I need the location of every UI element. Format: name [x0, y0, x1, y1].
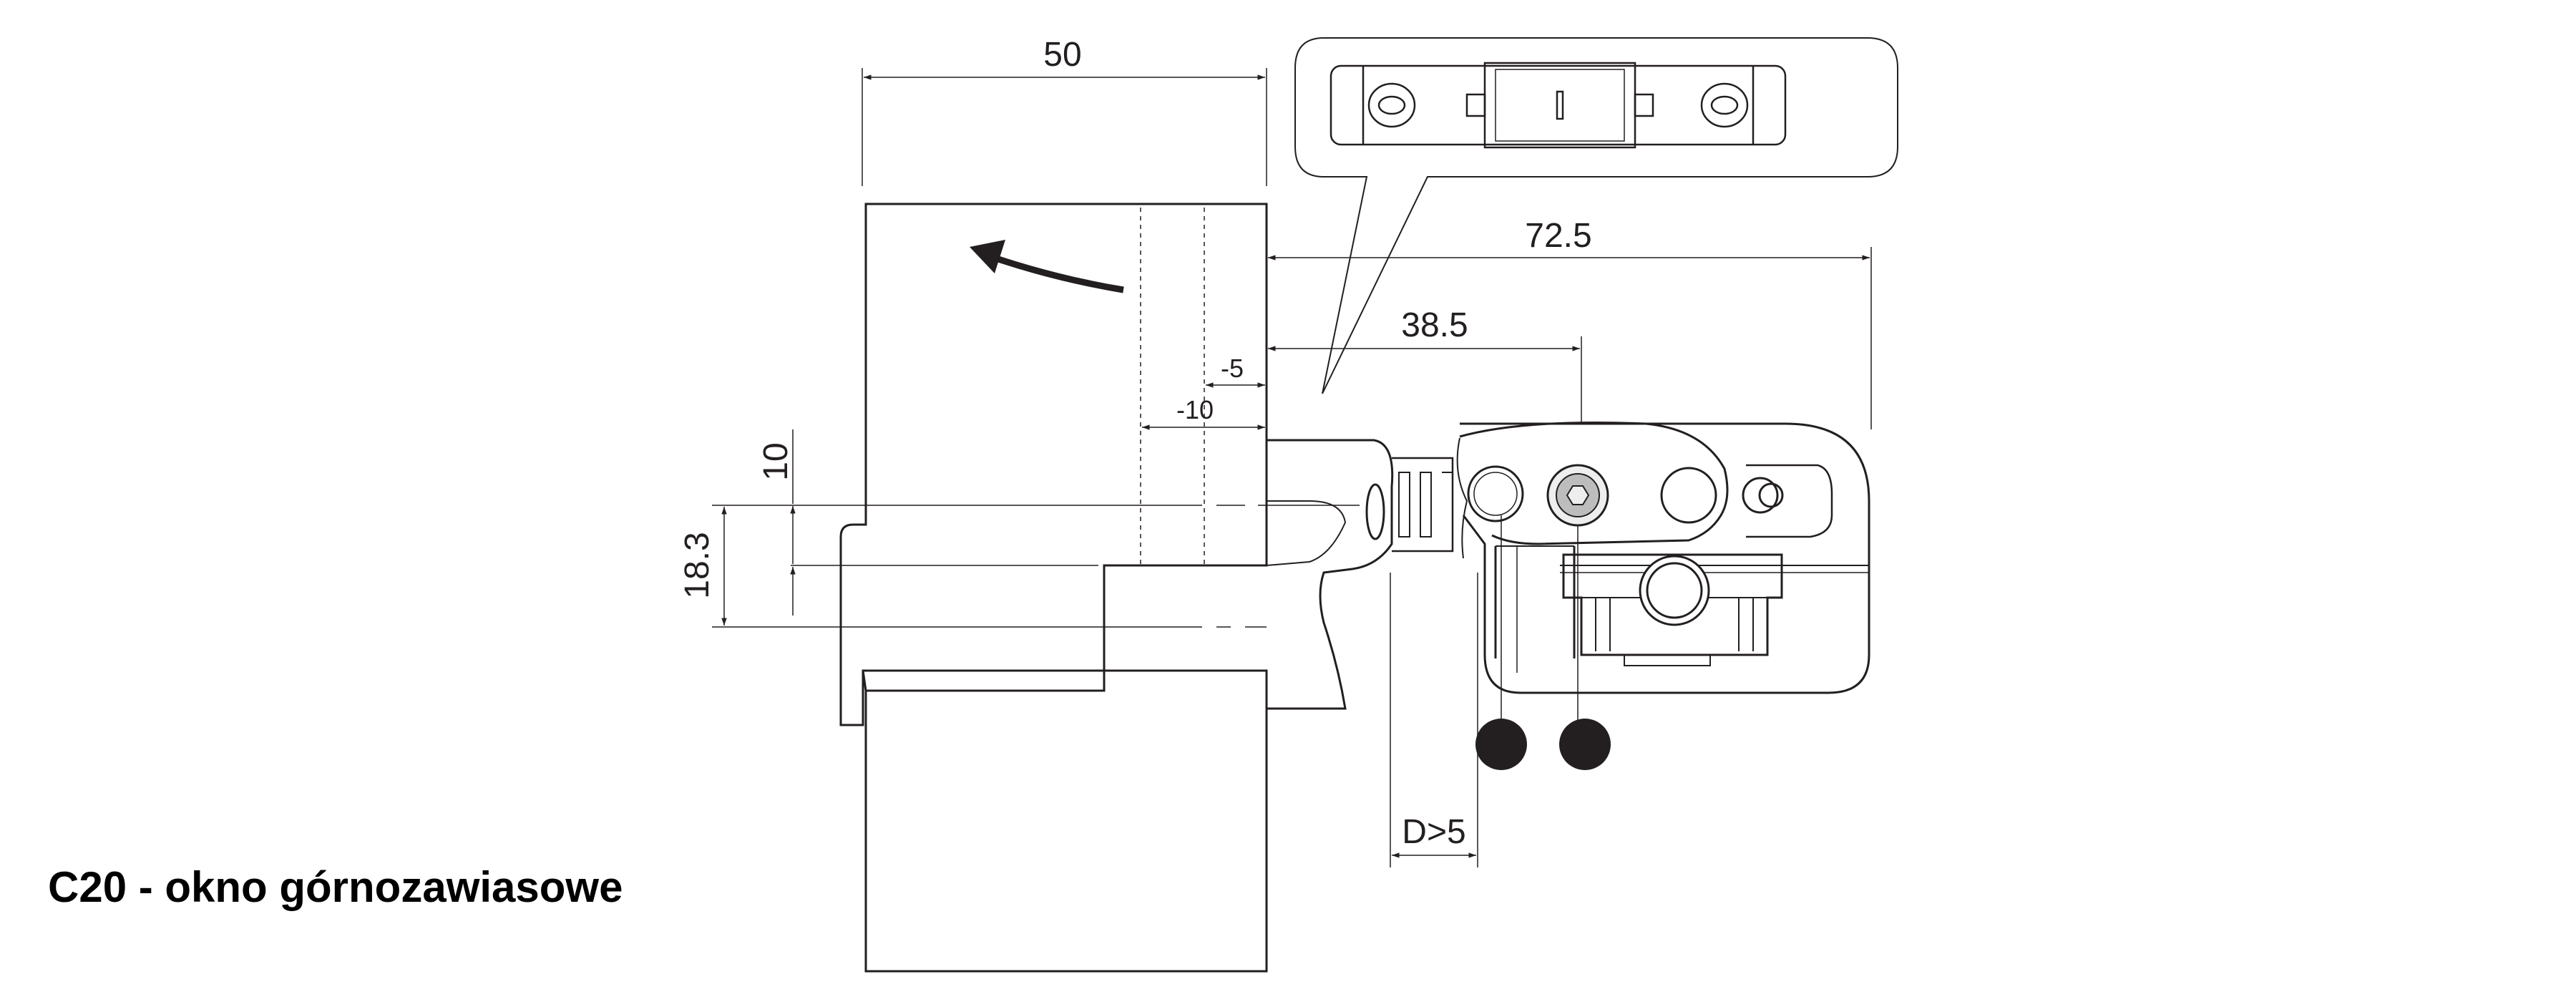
dim-offset-large-label: -10 — [1176, 395, 1214, 424]
dim-width-top-label: 50 — [1043, 36, 1081, 74]
dim-offset-small-label: -5 — [1221, 354, 1244, 383]
drawing-caption: C20 - okno górnozawiasowe — [48, 863, 623, 911]
window-profile — [712, 203, 1360, 973]
dim-clearance — [1390, 573, 1478, 867]
dim-overall-label: 72.5 — [1525, 217, 1591, 255]
marker-dot-right — [1559, 719, 1611, 770]
hinge-arm — [1266, 439, 1454, 710]
dim-overall — [1268, 247, 1872, 429]
hex-screw-icon — [1546, 464, 1609, 723]
dim-axis — [1268, 336, 1582, 422]
dim-rebate-height-label: 10 — [757, 442, 795, 480]
detail-callout — [1294, 37, 1898, 394]
dim-clearance-label: D>5 — [1402, 813, 1465, 851]
dim-width-top — [862, 68, 1267, 186]
hinge-plate-detail — [1330, 62, 1787, 149]
marker-dot-left — [1475, 719, 1527, 770]
hinge-body — [1456, 421, 1870, 694]
rotation-arrow-icon — [970, 240, 1124, 293]
dim-total-height-label: 18.3 — [678, 532, 716, 598]
dim-axis-label: 38.5 — [1401, 306, 1468, 344]
